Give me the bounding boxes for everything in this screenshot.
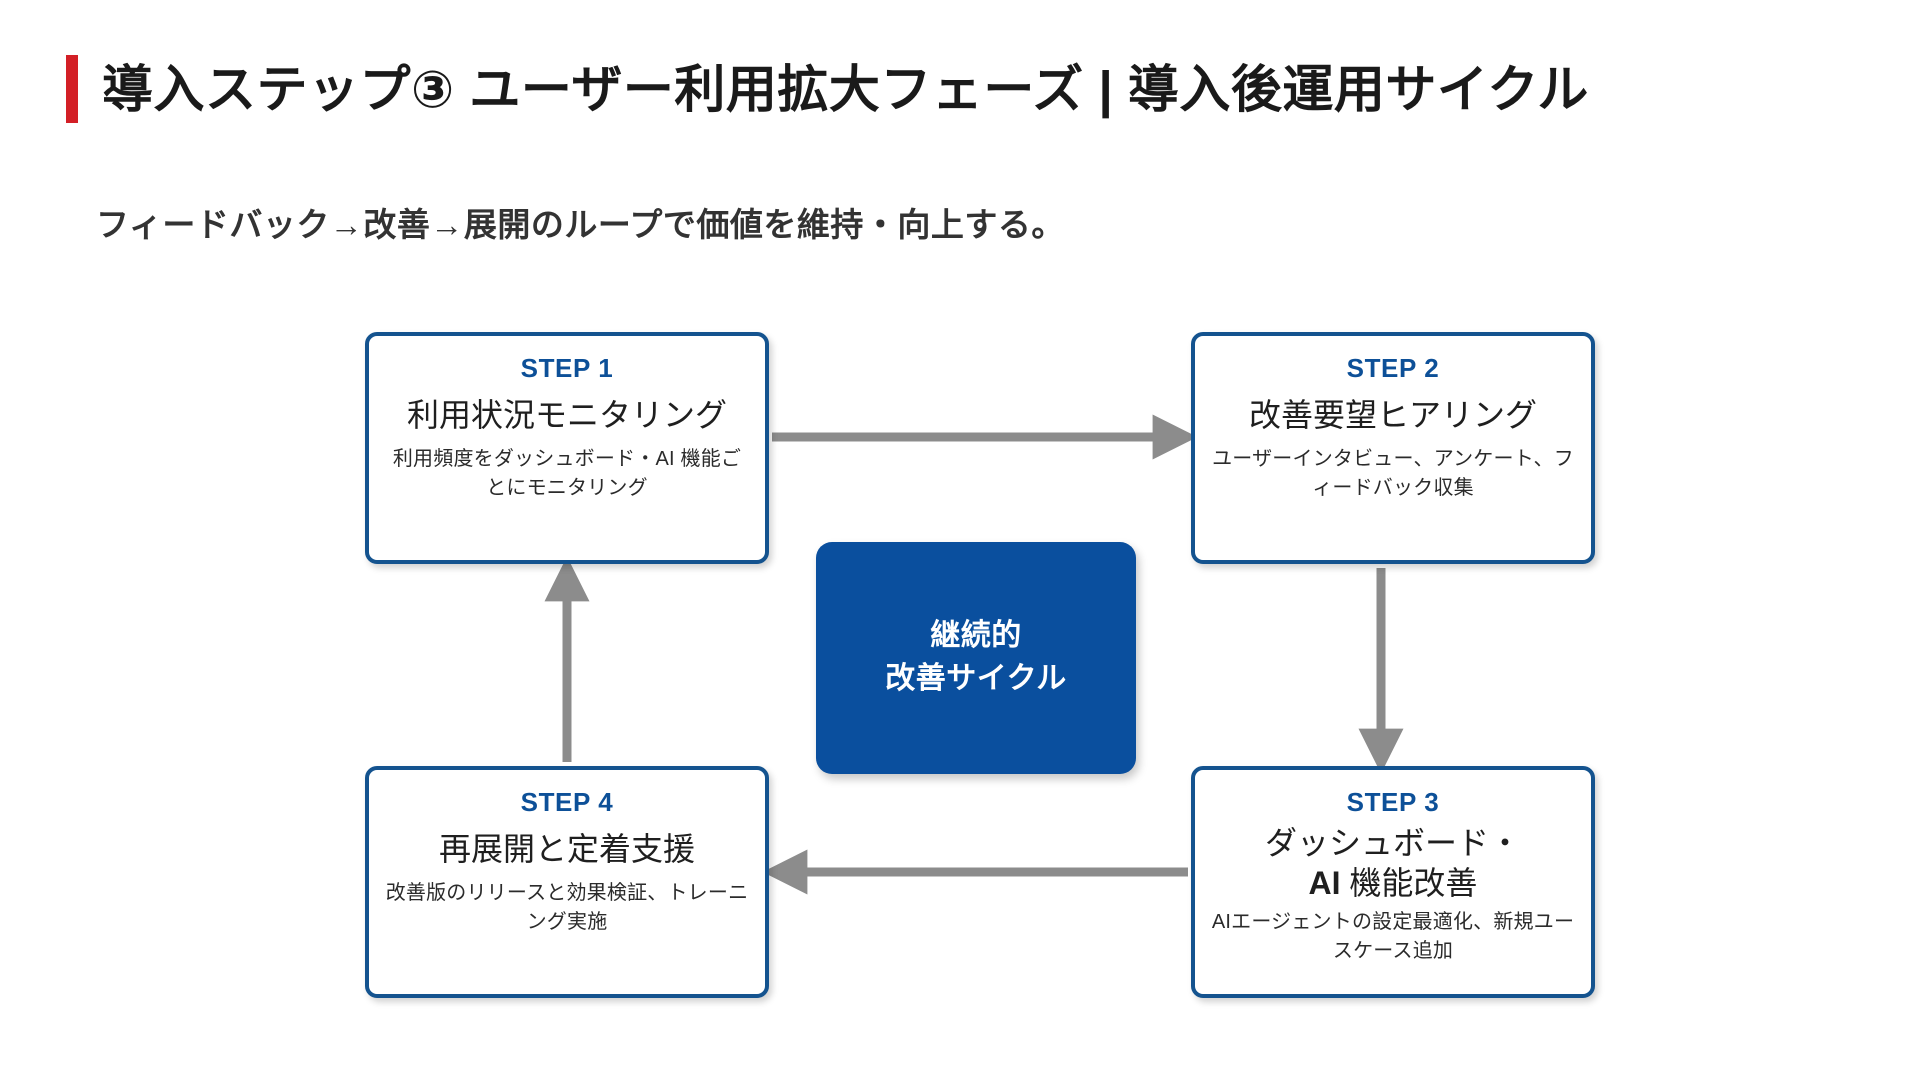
step-4-title: 再展開と定着支援 [438,830,695,867]
step-card-1[interactable]: STEP 1 利用状況モニタリング 利用頻度をダッシュボード・AI 機能ごとにモ… [365,332,769,564]
step-3-title: ダッシュボード・ AI 機能改善 [1265,823,1521,905]
title-accent-bar [66,55,78,123]
step-2-description: ユーザーインタビュー、アンケート、フィードバック収集 [1212,448,1574,500]
step-3-description: AIエージェントの設定最適化、新規ユースケース追加 [1211,911,1575,963]
step-1-title: 利用状況モニタリング [406,396,727,433]
center-hub-line-2: 改善サイクル [885,662,1067,695]
step-1-label: STEP 1 [520,353,614,383]
step-4-label: STEP 4 [520,787,614,817]
step-card-3[interactable]: STEP 3 ダッシュボード・ AI 機能改善 AIエージェントの設定最適化、新… [1191,766,1595,998]
step-2-title: 改善要望ヒアリング [1248,396,1537,433]
step-3-label: STEP 3 [1346,787,1440,817]
step-3-title-line2-rest: 機能改善 [1340,865,1478,902]
center-hub[interactable]: 継続的 改善サイクル [816,542,1136,774]
step-3-title-line1: ダッシュボード・ [1264,824,1521,861]
page-title: 導入ステップ③ ユーザー利用拡大フェーズ | 導入後運用サイクル [102,60,1589,118]
step-3-title-ai: AI [1308,865,1341,902]
step-card-2[interactable]: STEP 2 改善要望ヒアリング ユーザーインタビュー、アンケート、フィードバッ… [1191,332,1595,564]
center-hub-line-1: 継続的 [930,619,1022,653]
step-card-4[interactable]: STEP 4 再展開と定着支援 改善版のリリースと効果検証、トレーニング実施 [365,766,769,998]
step-4-description: 改善版のリリースと効果検証、トレーニング実施 [385,882,749,934]
page-title-row: 導入ステップ③ ユーザー利用拡大フェーズ | 導入後運用サイクル [66,55,1589,123]
page-subtitle: フィードバック→改善→展開のループで価値を維持・向上する。 [96,206,1065,243]
step-2-label: STEP 2 [1346,353,1440,383]
step-1-description: 利用頻度をダッシュボード・AI 機能ごとにモニタリング [392,448,742,500]
